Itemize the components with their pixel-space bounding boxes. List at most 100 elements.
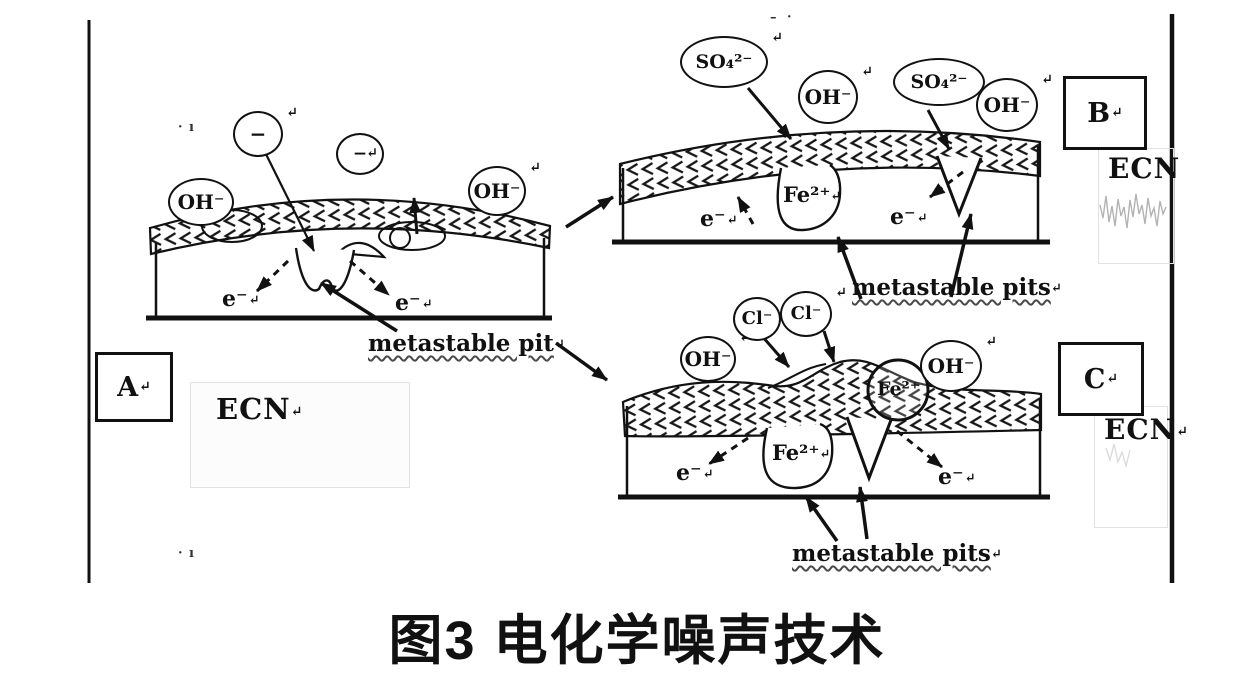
ecn-panel-a (190, 382, 410, 488)
electron-label: e⁻↵ (938, 464, 976, 490)
chloride-ion: Cl⁻ ↵ (780, 286, 847, 337)
ion-label: SO₄²⁻ (910, 70, 968, 93)
return-mark: ↵ (726, 213, 738, 228)
hydroxide-ion: OH⁻ ↵ (920, 335, 997, 392)
figure-caption: 图3 电化学噪声技术 (388, 611, 886, 671)
metastable-pits-pointer-b1 (836, 236, 863, 300)
return-mark: ↵ (964, 471, 976, 486)
electron-label: e⁻↵ (700, 206, 738, 232)
electron-arrow-b-left (736, 196, 755, 225)
ecn-label-c: ECN↵ (1104, 413, 1189, 446)
electron-label: e⁻↵ (890, 204, 928, 230)
return-mark: ↵ (1041, 72, 1053, 88)
anion-ion: − ↵ (336, 133, 384, 175)
return-mark: ↵ (990, 547, 1002, 562)
electron-arrow-b-right (929, 170, 964, 199)
ion-label: OH⁻ (804, 85, 852, 109)
return-mark: ↵ (916, 211, 928, 226)
ecn-label-a: ECN↵ (216, 392, 304, 426)
fe-ion-surface-ring-c (866, 358, 930, 422)
sulfate-ion: SO₄²⁻ ↵ (680, 31, 783, 88)
return-mark: ↵ (830, 189, 842, 204)
fe-ion-pit-label: Fe²⁺↵ (772, 440, 831, 465)
return-mark: ↵ (1050, 281, 1062, 296)
metastable-pit-shape-b-v (935, 155, 983, 219)
metastable-pit-shape-b-fe (776, 164, 842, 232)
metastable-pit-shape-a (294, 247, 356, 292)
cl-arrow-c-2 (822, 330, 836, 363)
return-mark: ↵ (1111, 105, 1123, 121)
panel-c-metal-block (618, 330, 1050, 543)
scan-artifact-mark: · ı (178, 546, 195, 561)
return-mark: ↵ (529, 160, 541, 176)
ion-label: OH⁻ (473, 179, 521, 203)
scan-artifact-mark: · ı (178, 120, 195, 135)
electron-label: e⁻↵ (222, 286, 260, 312)
chloride-ion: Cl⁻ (733, 297, 781, 341)
panel-tag-b: B↵ (1063, 76, 1147, 150)
metastable-pits-pointer-c1 (804, 495, 839, 543)
ecn-noise-trace-b (1099, 193, 1167, 229)
electron-arrow-c-right (896, 429, 943, 469)
return-mark: ↵ (421, 297, 433, 312)
cl-arrow-c-1 (760, 335, 791, 368)
metastable-pit-shape-c-fe (762, 422, 834, 490)
return-mark: ↵ (835, 285, 847, 301)
sulfate-ion: SO₄²⁻ (893, 58, 985, 106)
return-mark: ↵ (248, 293, 260, 308)
metastable-pit-label: metastable pit↵ (368, 330, 565, 357)
arrow-a-to-b (565, 195, 614, 229)
ion-label: Cl⁻ (790, 303, 822, 324)
return-mark: ↵ (702, 467, 714, 482)
electron-label: e⁻↵ (395, 290, 433, 316)
return-mark: ↵ (819, 447, 831, 462)
metastable-pits-label: metastable pits↵ (852, 274, 1062, 301)
ion-label: Cl⁻ (741, 308, 773, 329)
anion-ion: − ↵ (233, 106, 298, 157)
ion-label: OH⁻ (177, 190, 225, 214)
ecn-label-b: ECN (1108, 152, 1181, 185)
return-mark: ↵ (1106, 371, 1119, 387)
panel-tag-a: A↵ (95, 352, 173, 422)
panel-a-metal-block (146, 137, 552, 333)
electron-arrow-a-left (255, 259, 290, 293)
ecn-noise-trace-c (1105, 443, 1131, 469)
return-mark: ↵ (771, 30, 783, 46)
metastable-pits-label: metastable pits↵ (792, 540, 1002, 567)
hydroxide-ion: OH⁻ (168, 178, 234, 226)
electron-arrow-a-right (349, 259, 390, 297)
metastable-pits-pointer-b2 (949, 213, 974, 298)
anion-attack-line-a (257, 137, 315, 252)
return-mark: ↵ (290, 404, 304, 420)
hydroxide-ion: OH⁻ ↵ (680, 331, 751, 382)
ion-label: OH⁻ (927, 354, 975, 378)
hydroxide-ion: OH⁻ ↵ (468, 161, 541, 216)
return-mark: ↵ (553, 337, 565, 352)
ion-label: − (352, 143, 368, 164)
metastable-pits-pointer-c2 (856, 486, 869, 540)
hydroxide-ion: OH⁻ ↵ (798, 65, 873, 124)
scan-artifact-mark: – · (770, 10, 795, 25)
metastable-pit-pointer-a (320, 281, 398, 333)
ion-label: OH⁻ (684, 347, 732, 371)
so4-arrow-b-left (746, 87, 793, 140)
fe-ion-surface-label: Fe²⁺ (877, 378, 920, 400)
arrow-a-to-c (554, 341, 609, 382)
panel-b-metal-block (612, 87, 1050, 300)
electron-arrow-c-left (708, 436, 749, 466)
ion-label: − (249, 122, 267, 146)
hydroxide-ion: OH⁻ ↵ (976, 73, 1053, 132)
return-mark: ↵ (366, 145, 378, 162)
so4-arrow-b-right (926, 109, 951, 150)
return-mark: ↵ (139, 379, 151, 395)
metastable-pit-shape-c-v (845, 416, 893, 483)
return-mark: ↵ (1176, 424, 1189, 440)
return-mark: ↵ (985, 334, 997, 350)
fe-ion-pit-label: Fe²⁺↵ (783, 182, 842, 207)
return-mark: ↵ (286, 105, 298, 121)
surface-up-arrow-a (409, 197, 422, 235)
electron-label: e⁻↵ (676, 460, 714, 486)
oxide-layer-c (621, 359, 1043, 438)
